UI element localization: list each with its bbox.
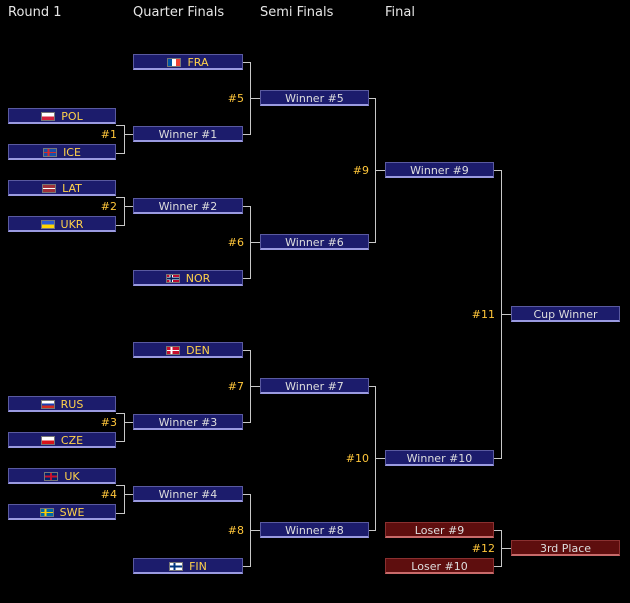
flag-rus-icon (40, 400, 55, 409)
quarter-slot-nor: NOR (133, 270, 243, 286)
semi-slot-winner-5: Winner #5 (260, 90, 369, 106)
flag-fin-icon (169, 562, 184, 571)
semi-slot-winner-8: Winner #8 (260, 522, 369, 538)
flag-lat-icon (42, 184, 57, 193)
third-place-slot: 3rd Place (511, 540, 620, 556)
team-lat: LAT (8, 180, 116, 196)
match-number-3: #3 (100, 416, 117, 429)
flag-nor-icon (165, 274, 180, 283)
slot-label: FRA (187, 56, 209, 69)
header-semi-finals: Semi Finals (260, 5, 334, 20)
match-number-4: #4 (100, 488, 117, 501)
team-uk: UK (8, 468, 116, 484)
team-name: CZE (60, 434, 84, 447)
flag-den-icon (166, 346, 181, 355)
final-slot-loser-9: Loser #9 (385, 522, 494, 538)
match-number-6: #6 (227, 236, 244, 249)
team-ukr: UKR (8, 216, 116, 232)
header-round-1: Round 1 (8, 5, 62, 20)
match-number-5: #5 (227, 92, 244, 105)
flag-ice-icon (43, 148, 58, 157)
team-name: UKR (60, 218, 84, 231)
team-name: POL (61, 110, 83, 123)
quarter-slot-fin: FIN (133, 558, 243, 574)
team-name: UK (64, 470, 80, 483)
quarter-slot-winner-3: Winner #3 (133, 414, 243, 430)
header-quarter-finals: Quarter Finals (133, 5, 225, 20)
flag-cze-icon (40, 436, 55, 445)
slot-label: DEN (186, 344, 210, 357)
semi-slot-winner-7: Winner #7 (260, 378, 369, 394)
team-swe: SWE (8, 504, 116, 520)
match-number-2: #2 (100, 200, 117, 213)
final-slot-winner-10: Winner #10 (385, 450, 494, 466)
final-slot-winner-9: Winner #9 (385, 162, 494, 178)
quarter-slot-fra: FRA (133, 54, 243, 70)
match-number-12: #12 (471, 542, 495, 555)
match-number-9: #9 (352, 164, 369, 177)
flag-ukr-icon (40, 220, 55, 229)
quarter-slot-den: DEN (133, 342, 243, 358)
team-name: RUS (60, 398, 84, 411)
slot-label: FIN (189, 560, 207, 573)
team-name: SWE (59, 506, 85, 519)
quarter-slot-winner-2: Winner #2 (133, 198, 243, 214)
slot-label: NOR (185, 272, 211, 285)
cup-winner-slot: Cup Winner (511, 306, 620, 322)
flag-swe-icon (39, 508, 54, 517)
team-name: LAT (62, 182, 82, 195)
flag-fra-icon (167, 58, 182, 67)
match-number-1: #1 (100, 128, 117, 141)
header-final: Final (385, 5, 415, 20)
match-number-7: #7 (227, 380, 244, 393)
match-number-10: #10 (345, 452, 369, 465)
team-name: ICE (63, 146, 81, 159)
flag-pol-icon (41, 112, 56, 121)
team-pol: POL (8, 108, 116, 124)
match-number-8: #8 (227, 524, 244, 537)
team-rus: RUS (8, 396, 116, 412)
flag-uk-icon (44, 472, 59, 481)
quarter-slot-winner-1: Winner #1 (133, 126, 243, 142)
team-cze: CZE (8, 432, 116, 448)
final-slot-loser-10: Loser #10 (385, 558, 494, 574)
semi-slot-winner-6: Winner #6 (260, 234, 369, 250)
team-ice: ICE (8, 144, 116, 160)
quarter-slot-winner-4: Winner #4 (133, 486, 243, 502)
match-number-11: #11 (471, 308, 495, 321)
